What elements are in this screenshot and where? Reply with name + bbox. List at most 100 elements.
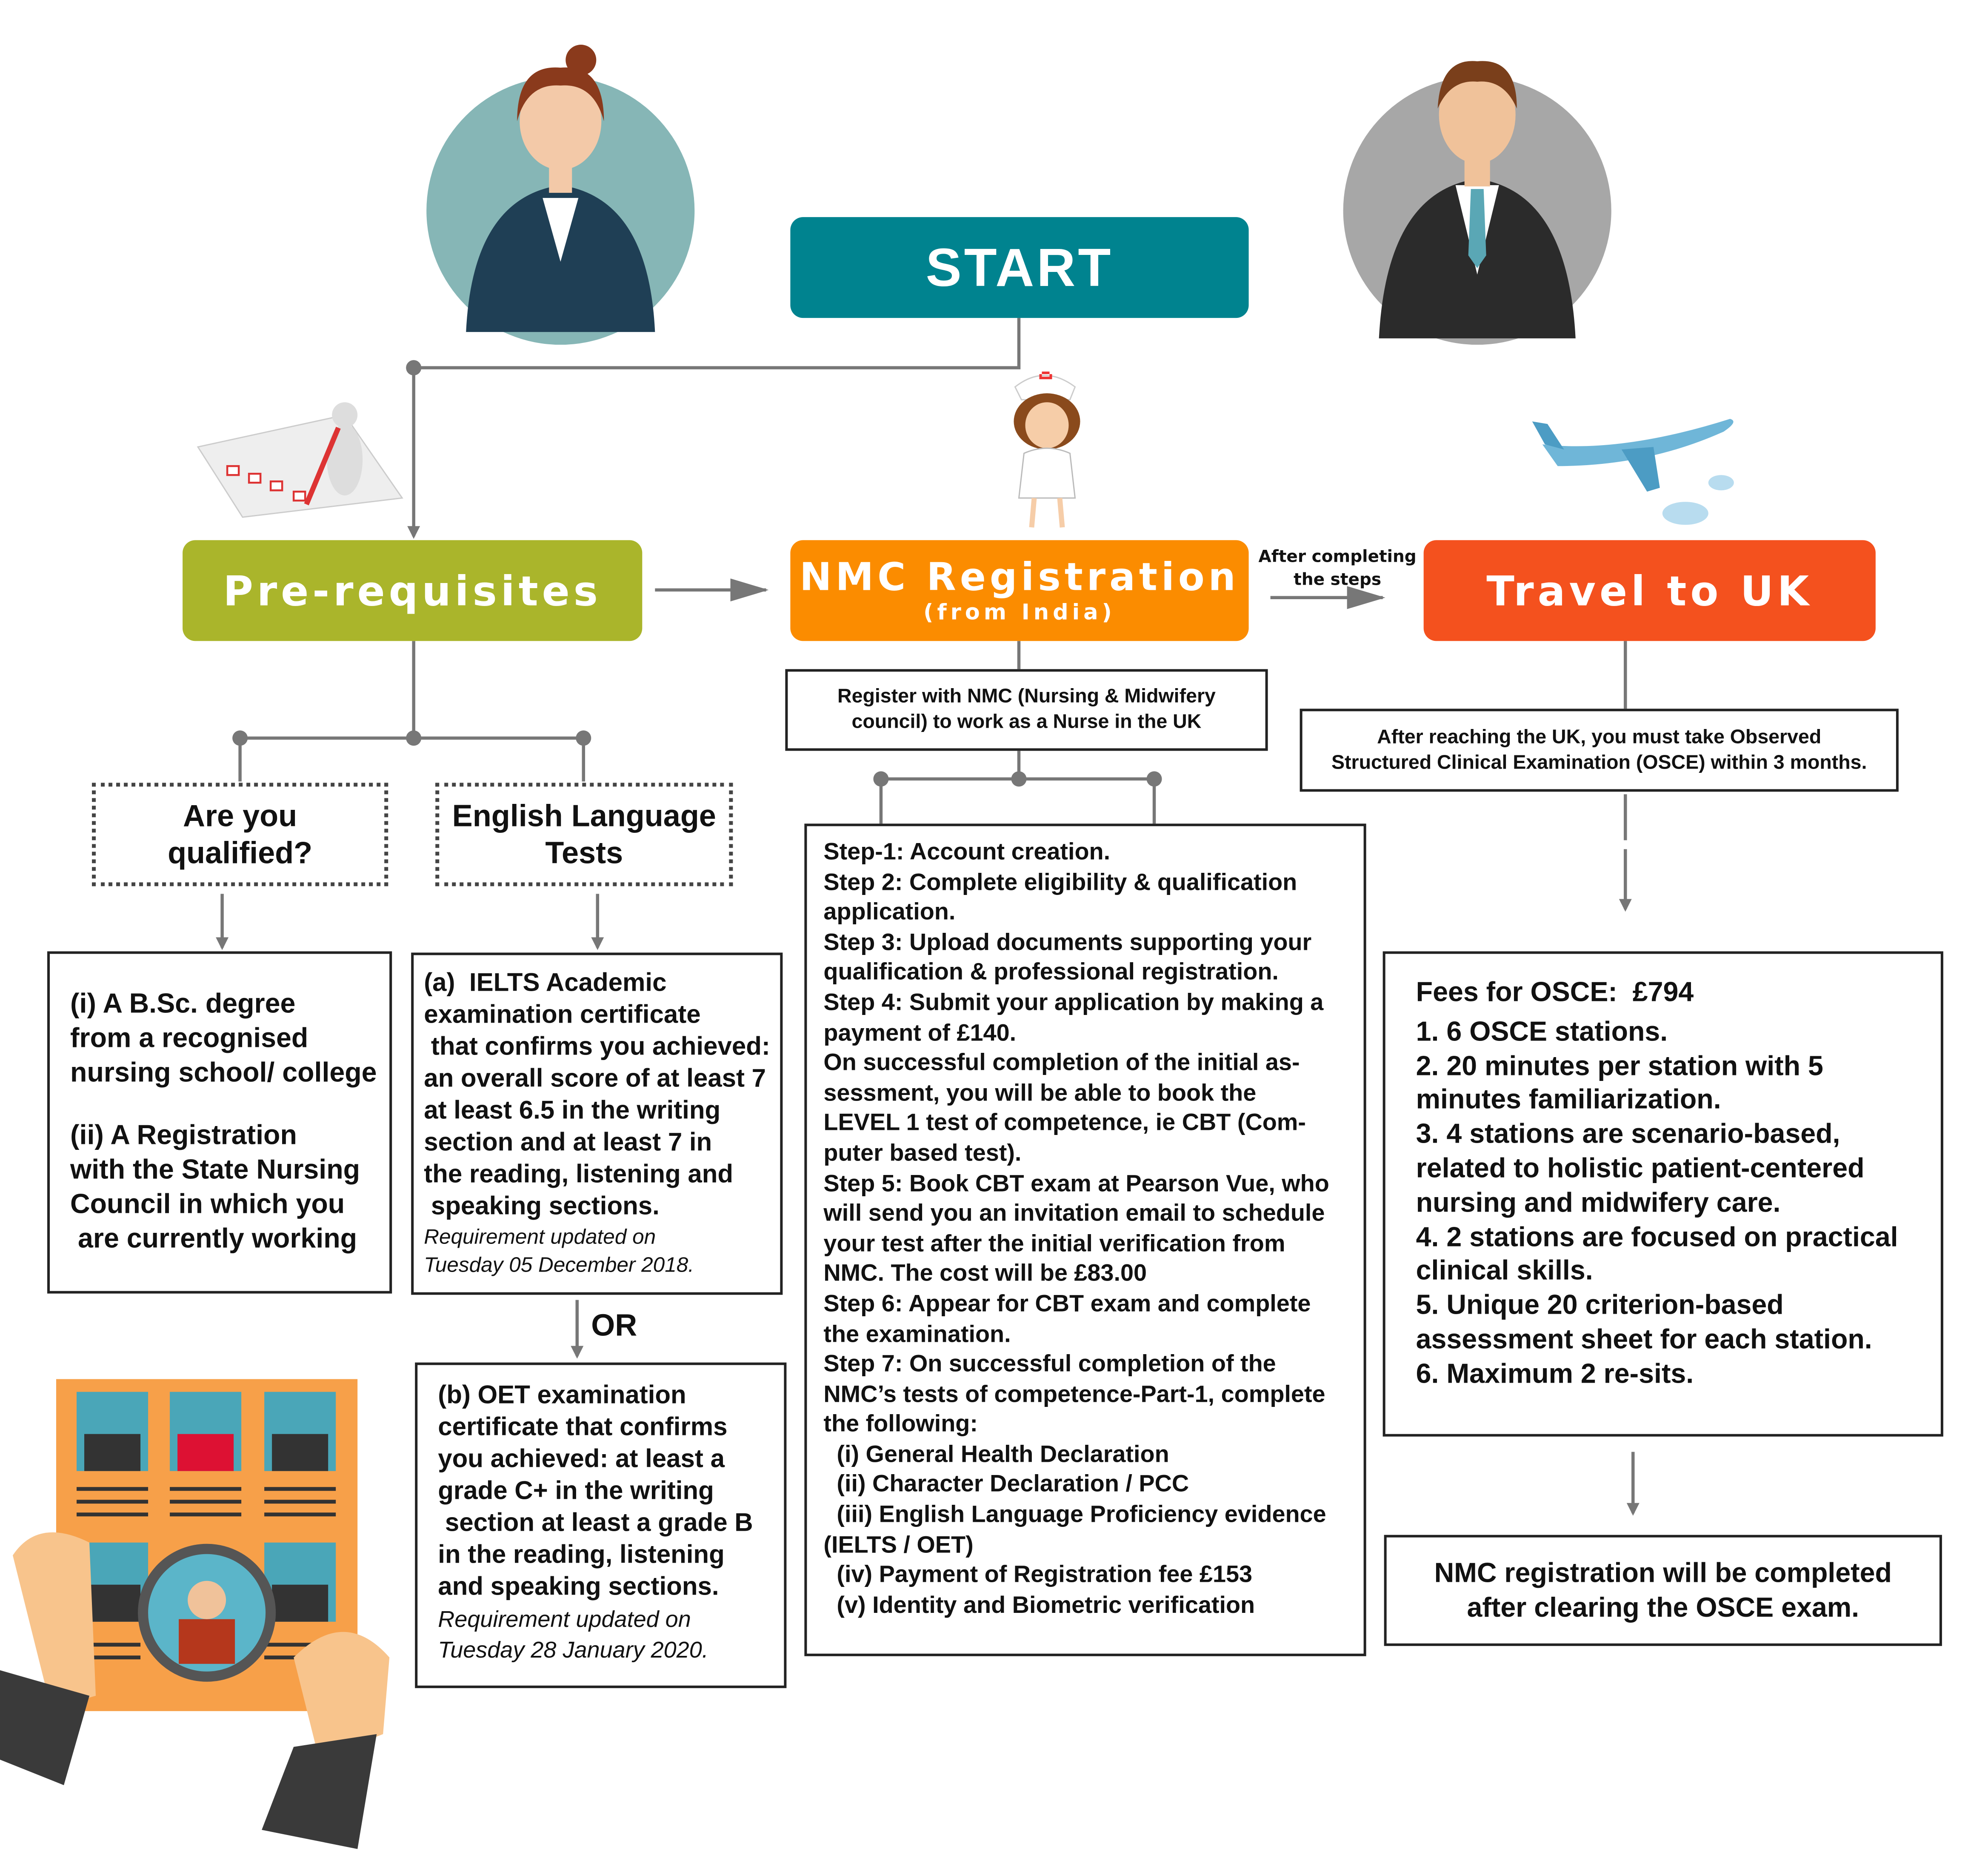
nmc-step-line: Step-1: Account creation.	[823, 838, 1111, 865]
nmc-step-line: Step 7: On successful completion of the	[823, 1349, 1276, 1377]
osce-detail-line: 4. 2 stations are focused on practical	[1416, 1221, 1898, 1252]
qualification-line: (i) A B.Sc. degree	[70, 988, 296, 1019]
osce-detail-line: 1. 6 OSCE stations.	[1416, 1016, 1668, 1047]
oet-line: section at least a grade B	[438, 1509, 753, 1538]
ielts-line: examination certificate	[424, 1001, 701, 1029]
osce-details-box: Fees for OSCE: £794 1. 6 OSCE stations.2.…	[1382, 951, 1943, 1437]
osce-detail-line: minutes familiarization.	[1416, 1084, 1721, 1115]
businesswoman-illustration	[426, 45, 695, 345]
qualification-line: with the State Nursing	[70, 1154, 360, 1185]
nmc-step-line: LEVEL 1 test of competence, ie CBT (Com-	[823, 1109, 1306, 1136]
start-node: START	[790, 217, 1249, 318]
qualification-line: from a recognised	[70, 1023, 308, 1054]
nmc-step-line: sessment, you will be able to book the	[823, 1078, 1257, 1106]
osce-intro-box: After reaching the UK, you must take Obs…	[1300, 709, 1899, 792]
nmc-step-line: (IELTS / OET)	[823, 1530, 974, 1558]
ielts-line: section and at least 7 in	[424, 1129, 712, 1157]
nmc-registration-node: NMC Registration (from India)	[790, 540, 1249, 641]
osce-fees: Fees for OSCE: £794	[1416, 977, 1694, 1008]
ielts-note-line: Requirement updated on	[424, 1226, 656, 1249]
are-you-qualified-label: Are you qualified?	[168, 798, 313, 870]
nmc-step-line: Step 6: Appear for CBT exam and complete	[823, 1289, 1311, 1317]
oet-requirements-box: (b) OET examination certificate that conf…	[415, 1362, 787, 1688]
oet-line: grade C+ in the writing	[438, 1477, 714, 1506]
nmc-step-line: Step 2: Complete eligibility & qualifica…	[823, 868, 1297, 895]
ielts-line: the reading, listening and	[424, 1161, 734, 1189]
osce-detail-line: 5. Unique 20 criterion-based	[1416, 1290, 1784, 1321]
osce-detail-line: assessment sheet for each station.	[1416, 1324, 1872, 1355]
final-note-line: NMC registration will be completed	[1434, 1558, 1892, 1589]
ielts-line: at least 6.5 in the writing	[424, 1097, 721, 1125]
oet-line: in the reading, listening	[438, 1541, 725, 1569]
oet-line: (b) OET examination	[438, 1381, 686, 1410]
are-you-qualified-node: Are you qualified?	[92, 783, 388, 886]
qualification-line: Council in which you	[70, 1188, 345, 1219]
nmc-step-line: Step 4: Submit your application by makin…	[823, 988, 1324, 1015]
nmc-step-line: application.	[823, 898, 956, 925]
nmc-registration-title: NMC Registration	[800, 555, 1240, 600]
final-note-line: after clearing the OSCE exam.	[1467, 1592, 1859, 1623]
english-tests-node: English Language Tests	[435, 783, 733, 886]
ielts-line: speaking sections.	[424, 1192, 660, 1221]
prerequisites-node: Pre-requisites	[183, 540, 643, 641]
nmc-step-line: payment of £140.	[823, 1018, 1017, 1046]
qualification-line	[70, 1091, 389, 1118]
qualification-line: nursing school/ college	[70, 1057, 377, 1088]
nmc-step-line: On successful completion of the initial …	[823, 1048, 1300, 1075]
nmc-registration-subtitle: (from India)	[923, 600, 1116, 626]
ielts-requirements-box: (a) IELTS Academic examination certificat…	[411, 952, 783, 1295]
english-tests-label: English Language Tests	[452, 798, 716, 870]
prerequisites-label: Pre-requisites	[223, 566, 602, 615]
ielts-line: an overall score of at least 7	[424, 1065, 766, 1093]
nmc-step-line: qualification & professional registratio…	[823, 958, 1279, 985]
oet-line: and speaking sections.	[438, 1573, 719, 1601]
osce-detail-line: clinical skills.	[1416, 1255, 1593, 1286]
checklist-illustration	[197, 402, 403, 518]
nmc-step-line: (v) Identity and Biometric verification	[823, 1591, 1255, 1618]
osce-detail-line: 6. Maximum 2 re-sits.	[1416, 1358, 1694, 1389]
businessman-illustration	[1343, 61, 1611, 345]
travel-to-uk-label: Travel to UK	[1486, 566, 1813, 615]
travel-to-uk-node: Travel to UK	[1423, 540, 1876, 641]
nmc-step-line: your test after the initial verification…	[823, 1229, 1285, 1256]
nurse-illustration	[1014, 372, 1080, 528]
nmc-register-description: Register with NMC (Nursing & Midwifery co…	[785, 669, 1268, 751]
nmc-step-line: (iii) English Language Proficiency evide…	[823, 1500, 1326, 1527]
ielts-line: that confirms you achieved:	[424, 1033, 770, 1061]
nmc-step-line: Step 3: Upload documents supporting your	[823, 928, 1312, 955]
ielts-line: (a) IELTS Academic	[424, 969, 667, 998]
osce-detail-line: related to holistic patient-centered	[1416, 1153, 1865, 1184]
osce-intro-line: After reaching the UK, you must take Obs…	[1377, 726, 1822, 749]
or-label: OR	[591, 1309, 637, 1343]
nmc-register-line: Register with NMC (Nursing & Midwifery	[837, 686, 1216, 708]
qualification-line: (ii) A Registration	[70, 1119, 297, 1150]
ielts-note-line: Tuesday 05 December 2018.	[424, 1254, 694, 1277]
oet-line: certificate that confirms	[438, 1413, 728, 1442]
after-steps-line: After completing	[1258, 548, 1417, 567]
nmc-steps-box: Step-1: Account creation. Step 2: Complet…	[804, 823, 1366, 1656]
after-steps-line: the steps	[1294, 571, 1382, 590]
oet-note-line: Tuesday 28 January 2020.	[438, 1637, 708, 1663]
resume-review-illustration	[0, 1379, 390, 1849]
osce-detail-line: 3. 4 stations are scenario-based,	[1416, 1119, 1840, 1150]
osce-intro-line: Structured Clinical Examination (OSCE) w…	[1331, 752, 1867, 774]
nmc-step-line: (ii) Character Declaration / PCC	[823, 1470, 1189, 1498]
nmc-step-line: will send you an invitation email to sch…	[823, 1199, 1325, 1226]
after-steps-caption: After completing the steps	[1251, 546, 1424, 592]
osce-detail-line: nursing and midwifery care.	[1416, 1187, 1781, 1218]
oet-note-line: Requirement updated on	[438, 1606, 691, 1632]
nmc-register-line: council) to work as a Nurse in the UK	[851, 711, 1202, 733]
nmc-step-line: (i) General Health Declaration	[823, 1440, 1169, 1467]
airplane-illustration	[1532, 419, 1734, 525]
nmc-step-line: puter based test).	[823, 1139, 1022, 1166]
nmc-step-line: Step 5: Book CBT exam at Pearson Vue, wh…	[823, 1169, 1329, 1196]
nmc-step-line: the following:	[823, 1410, 978, 1437]
osce-detail-line: 2. 20 minutes per station with 5	[1416, 1050, 1823, 1081]
nmc-step-line: NMC’s tests of competence-Part-1, comple…	[823, 1380, 1325, 1407]
nmc-step-line: the examination.	[823, 1320, 1011, 1347]
nmc-step-line: NMC. The cost will be £83.00	[823, 1259, 1147, 1286]
qualification-line: are currently working	[70, 1223, 357, 1254]
